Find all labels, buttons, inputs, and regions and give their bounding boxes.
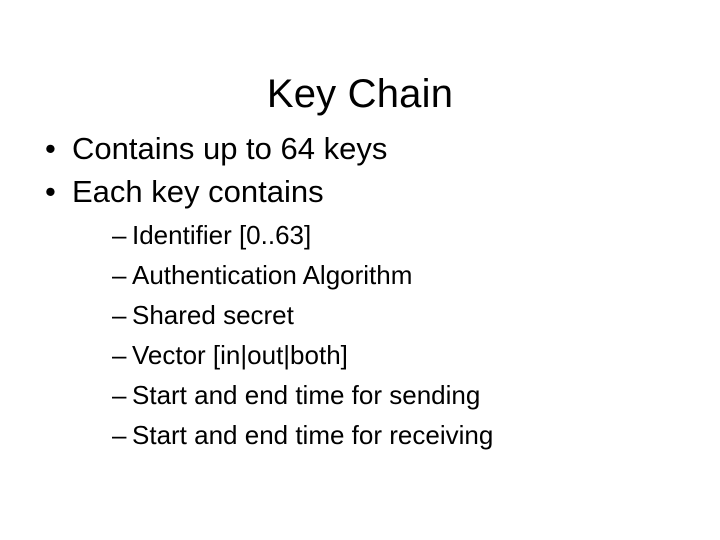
slide-body: • Contains up to 64 keys • Each key cont…	[40, 128, 680, 457]
bullet-dash-icon: –	[112, 300, 127, 330]
sub-list-item-label: Start and end time for receiving	[132, 420, 494, 450]
page-title: Key Chain	[266, 71, 454, 116]
bullet-dash-icon: –	[112, 220, 127, 250]
sub-list-item-label: Authentication Algorithm	[132, 260, 413, 290]
sub-list-item-label: Vector [in|out|both]	[132, 340, 348, 370]
sub-list-item: – Start and end time for receiving	[72, 415, 680, 455]
sub-list-item: – Authentication Algorithm	[72, 255, 680, 295]
bullet-dot-icon: •	[45, 131, 56, 166]
bullet-dot-icon: •	[45, 174, 56, 209]
bullet-dash-icon: –	[112, 260, 127, 290]
sub-list-item: – Shared secret	[72, 295, 680, 335]
list-item: • Each key contains – Identifier [0..63]…	[40, 171, 680, 455]
sub-list-item-label: Start and end time for sending	[132, 380, 481, 410]
bullet-dash-icon: –	[112, 380, 127, 410]
bullet-dash-icon: –	[112, 420, 127, 450]
outline-list: • Contains up to 64 keys • Each key cont…	[40, 128, 680, 455]
sub-outline-list: – Identifier [0..63] – Authentication Al…	[72, 215, 680, 455]
list-item-label: Contains up to 64 keys	[72, 131, 388, 166]
sub-list-item-label: Shared secret	[132, 300, 294, 330]
sub-list-item: – Start and end time for sending	[72, 375, 680, 415]
bullet-dash-icon: –	[112, 340, 127, 370]
list-item: • Contains up to 64 keys	[40, 128, 680, 169]
list-item-label: Each key contains	[72, 174, 324, 209]
sub-list-item-label: Identifier [0..63]	[132, 220, 312, 250]
sub-list-item: – Vector [in|out|both]	[72, 335, 680, 375]
sub-list-item: – Identifier [0..63]	[72, 215, 680, 255]
